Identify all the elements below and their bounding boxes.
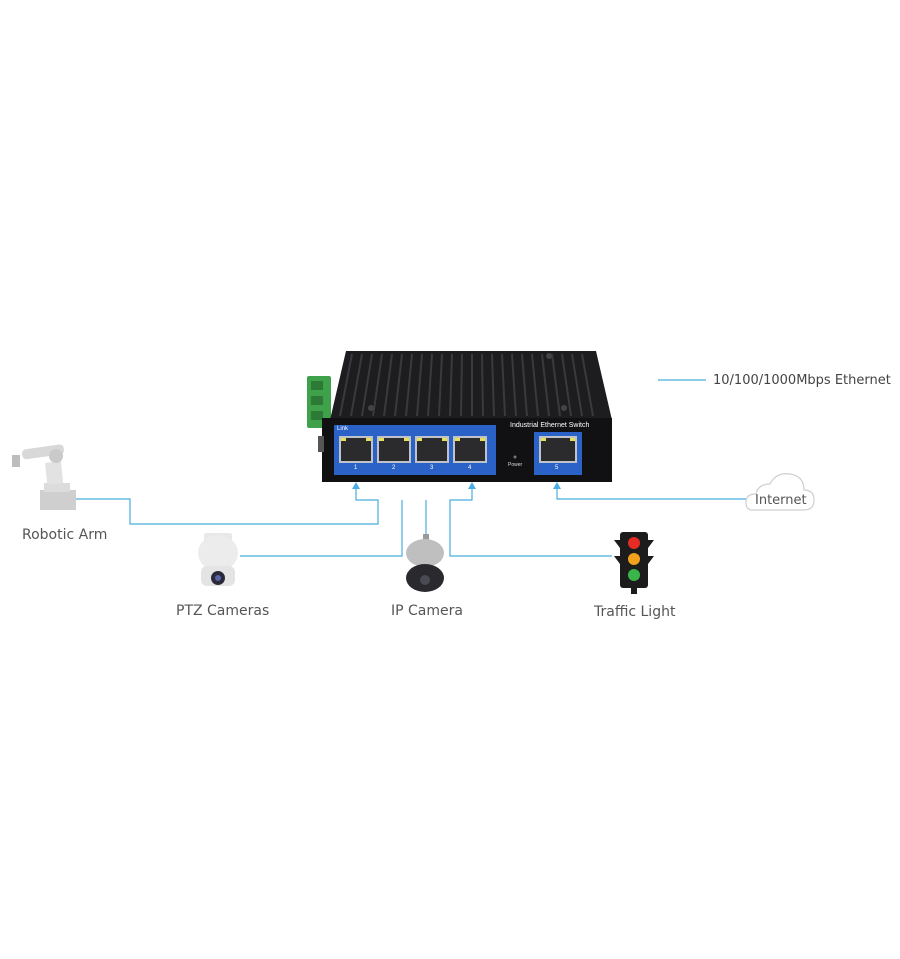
port-4-number: 4 xyxy=(468,465,472,471)
arrow-port-1 xyxy=(352,482,360,489)
port-1-number: 1 xyxy=(354,465,358,471)
traffic-light-icon xyxy=(614,532,654,594)
legend-label: 10/100/1000Mbps Ethernet xyxy=(713,373,891,388)
link-robotic-arm xyxy=(72,486,379,525)
arrow-port-5 xyxy=(553,482,561,489)
link-internet xyxy=(556,486,752,500)
robotic-arm-label: Robotic Arm xyxy=(22,527,108,543)
ip-camera-icon xyxy=(406,534,444,592)
port-5-number: 5 xyxy=(555,465,559,471)
power-label: Power xyxy=(508,462,523,468)
port-3-number: 3 xyxy=(430,465,434,471)
cloud-icon xyxy=(745,473,815,511)
switch-title: Industrial Ethernet Switch xyxy=(510,422,590,429)
ip-camera-label: IP Camera xyxy=(391,603,463,619)
ptz-camera-icon xyxy=(198,533,238,586)
traffic-light-label: Traffic Light xyxy=(594,604,676,620)
port-2-number: 2 xyxy=(392,465,396,471)
industrial-switch xyxy=(307,351,612,482)
robotic-arm-icon xyxy=(12,444,76,510)
internet-label: Internet xyxy=(755,493,807,508)
ptz-cameras-label: PTZ Cameras xyxy=(176,603,270,619)
link-ptz-cameras xyxy=(240,500,403,557)
arrow-port-4 xyxy=(468,482,476,489)
link-label: Link xyxy=(337,426,349,432)
link-traffic-light xyxy=(449,486,612,557)
